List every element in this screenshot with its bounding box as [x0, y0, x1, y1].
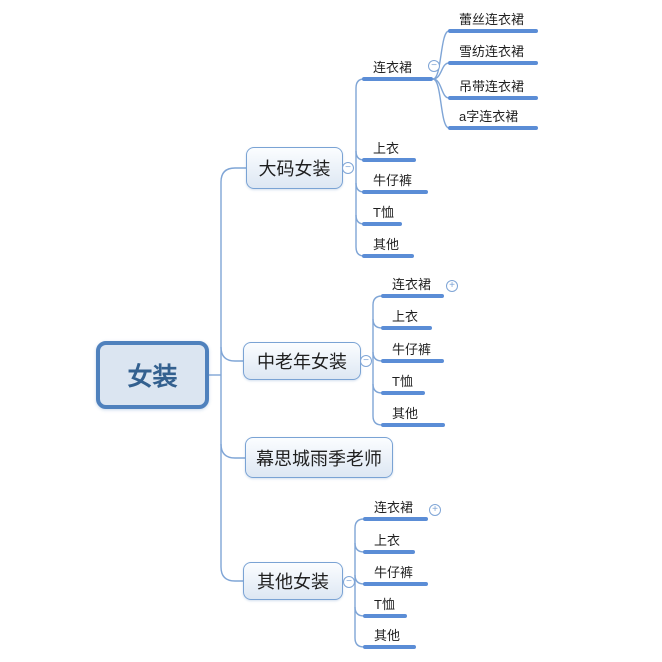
node-tshirt[interactable]: T恤 [363, 592, 407, 618]
node-underline [363, 550, 415, 554]
node-label: 上衣 [373, 141, 400, 156]
node-label: 牛仔裤 [392, 342, 432, 357]
node-chiffon-dress[interactable]: 雪纺连衣裙 [448, 39, 538, 65]
collapse-icon[interactable]: − [360, 355, 372, 367]
node-other[interactable]: 其他 [381, 401, 445, 427]
node-label: T恤 [373, 205, 394, 220]
branch-musicheng-rainy-season-teacher[interactable]: 幕思城雨季老师 [245, 437, 393, 478]
node-slip-dress[interactable]: 吊带连衣裙 [448, 74, 538, 100]
node-label: T恤 [374, 597, 395, 612]
node-label: 牛仔裤 [373, 173, 413, 188]
node-label: 上衣 [392, 309, 419, 324]
node-underline [362, 254, 414, 258]
root-label: 女装 [127, 363, 178, 391]
node-label: a字连衣裙 [459, 109, 519, 124]
node-dress[interactable]: 连衣裙 [363, 495, 428, 521]
node-underline [362, 190, 428, 194]
branch-label: 幕思城雨季老师 [256, 448, 382, 469]
branch-label: 中老年女装 [257, 352, 347, 372]
node-label: 雪纺连衣裙 [459, 44, 525, 59]
node-label: 蕾丝连衣裙 [459, 12, 525, 27]
node-tops[interactable]: 上衣 [363, 528, 415, 554]
node-underline [363, 582, 428, 586]
node-underline [363, 517, 428, 521]
collapse-icon[interactable]: − [343, 576, 355, 588]
node-label: 连衣裙 [373, 60, 413, 75]
node-underline [448, 96, 538, 100]
collapse-icon[interactable]: − [428, 60, 440, 72]
node-underline [381, 423, 445, 427]
node-dress[interactable]: 连衣裙 [381, 272, 444, 298]
node-underline [362, 222, 402, 226]
node-tshirt[interactable]: T恤 [381, 369, 425, 395]
expand-icon[interactable]: + [446, 280, 458, 292]
node-label: T恤 [392, 374, 413, 389]
node-tops[interactable]: 上衣 [362, 136, 416, 162]
node-underline [448, 126, 538, 130]
node-other[interactable]: 其他 [362, 232, 414, 258]
node-underline [362, 77, 433, 81]
node-label: 连衣裙 [374, 500, 414, 515]
node-label: 牛仔裤 [374, 565, 414, 580]
node-root[interactable]: 女装 [96, 341, 209, 409]
branch-other-womenswear[interactable]: 其他女装 [243, 562, 343, 600]
connector-lines [209, 30, 450, 648]
node-underline [381, 326, 432, 330]
node-dress[interactable]: 连衣裙 [362, 55, 433, 81]
node-underline [381, 391, 425, 395]
node-label: 其他 [374, 628, 401, 643]
node-underline [362, 158, 416, 162]
node-jeans[interactable]: 牛仔裤 [363, 560, 428, 586]
node-label: 连衣裙 [392, 277, 432, 292]
node-aline-dress[interactable]: a字连衣裙 [448, 104, 538, 130]
collapse-icon[interactable]: − [342, 162, 354, 174]
branch-middle-aged-womenswear[interactable]: 中老年女装 [243, 342, 361, 380]
expand-icon[interactable]: + [429, 504, 441, 516]
node-underline [381, 294, 444, 298]
branch-plus-size-womenswear[interactable]: 大码女装 [246, 147, 343, 189]
node-underline [363, 614, 407, 618]
node-tshirt[interactable]: T恤 [362, 200, 402, 226]
branch-label: 其他女装 [257, 572, 329, 592]
node-label: 其他 [373, 237, 400, 252]
node-jeans[interactable]: 牛仔裤 [381, 337, 444, 363]
node-label: 吊带连衣裙 [459, 79, 525, 94]
node-underline [448, 29, 538, 33]
node-jeans[interactable]: 牛仔裤 [362, 168, 428, 194]
node-underline [448, 61, 538, 65]
node-underline [381, 359, 444, 363]
node-underline [363, 645, 416, 649]
branch-label: 大码女装 [258, 159, 331, 179]
node-tops[interactable]: 上衣 [381, 304, 432, 330]
node-lace-dress[interactable]: 蕾丝连衣裙 [448, 7, 538, 33]
node-other[interactable]: 其他 [363, 623, 416, 649]
node-label: 其他 [392, 406, 419, 421]
node-label: 上衣 [374, 533, 401, 548]
